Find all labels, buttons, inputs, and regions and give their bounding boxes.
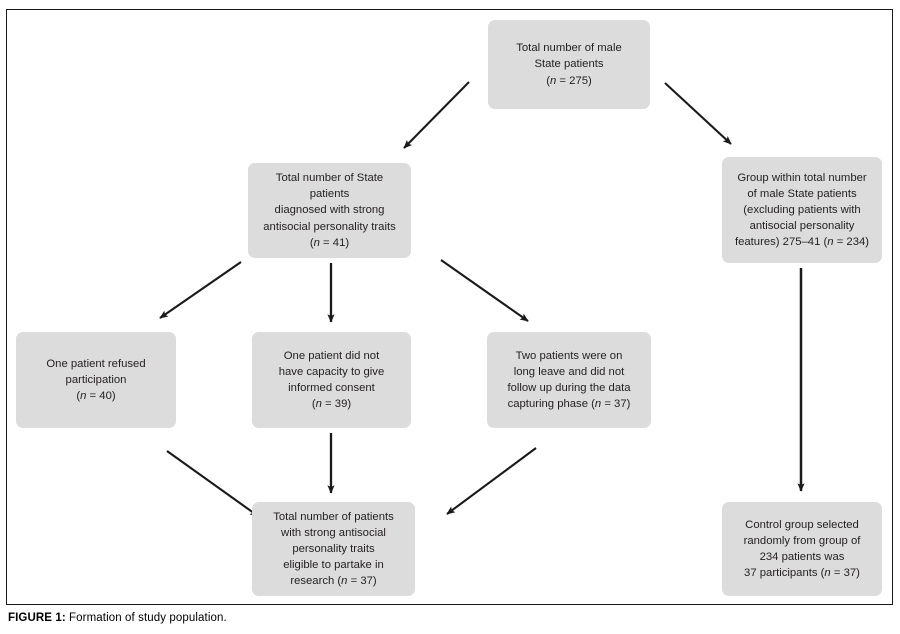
node-diagnosed-label: Total number of State patients diagnosed… <box>263 172 396 249</box>
node-diagnosed-antisocial-traits: Total number of State patients diagnosed… <box>248 163 411 258</box>
node-group-excluded-label: Group within total number of male State … <box>734 171 870 249</box>
figure-caption-label: FIGURE 1: <box>8 612 66 624</box>
node-eligible-to-partake: Total number of patients with strong ant… <box>252 502 415 596</box>
node-patients-on-long-leave: Two patients were on long leave and did … <box>487 332 651 428</box>
node-control-group-label: Control group selected randomly from gro… <box>743 518 861 580</box>
node-total-male-state-patients: Total number of male State patients (n =… <box>488 20 650 109</box>
figure-caption: FIGURE 1: Formation of study population. <box>8 612 227 624</box>
node-refused-label: One patient refused participation (n = 4… <box>46 357 146 403</box>
node-control-group-selected: Control group selected randomly from gro… <box>722 502 882 596</box>
node-group-excluding-antisocial: Group within total number of male State … <box>722 157 882 263</box>
node-no-capacity-label: One patient did not have capacity to giv… <box>278 349 385 411</box>
figure-caption-text: Formation of study population. <box>65 612 227 624</box>
node-no-capacity-informed-consent: One patient did not have capacity to giv… <box>252 332 411 428</box>
node-total-male-label: Total number of male State patients (n =… <box>516 42 622 87</box>
node-long-leave-label: Two patients were on long leave and did … <box>507 349 631 411</box>
node-patient-refused-participation: One patient refused participation (n = 4… <box>16 332 176 428</box>
node-eligible-label: Total number of patients with strong ant… <box>273 510 394 588</box>
